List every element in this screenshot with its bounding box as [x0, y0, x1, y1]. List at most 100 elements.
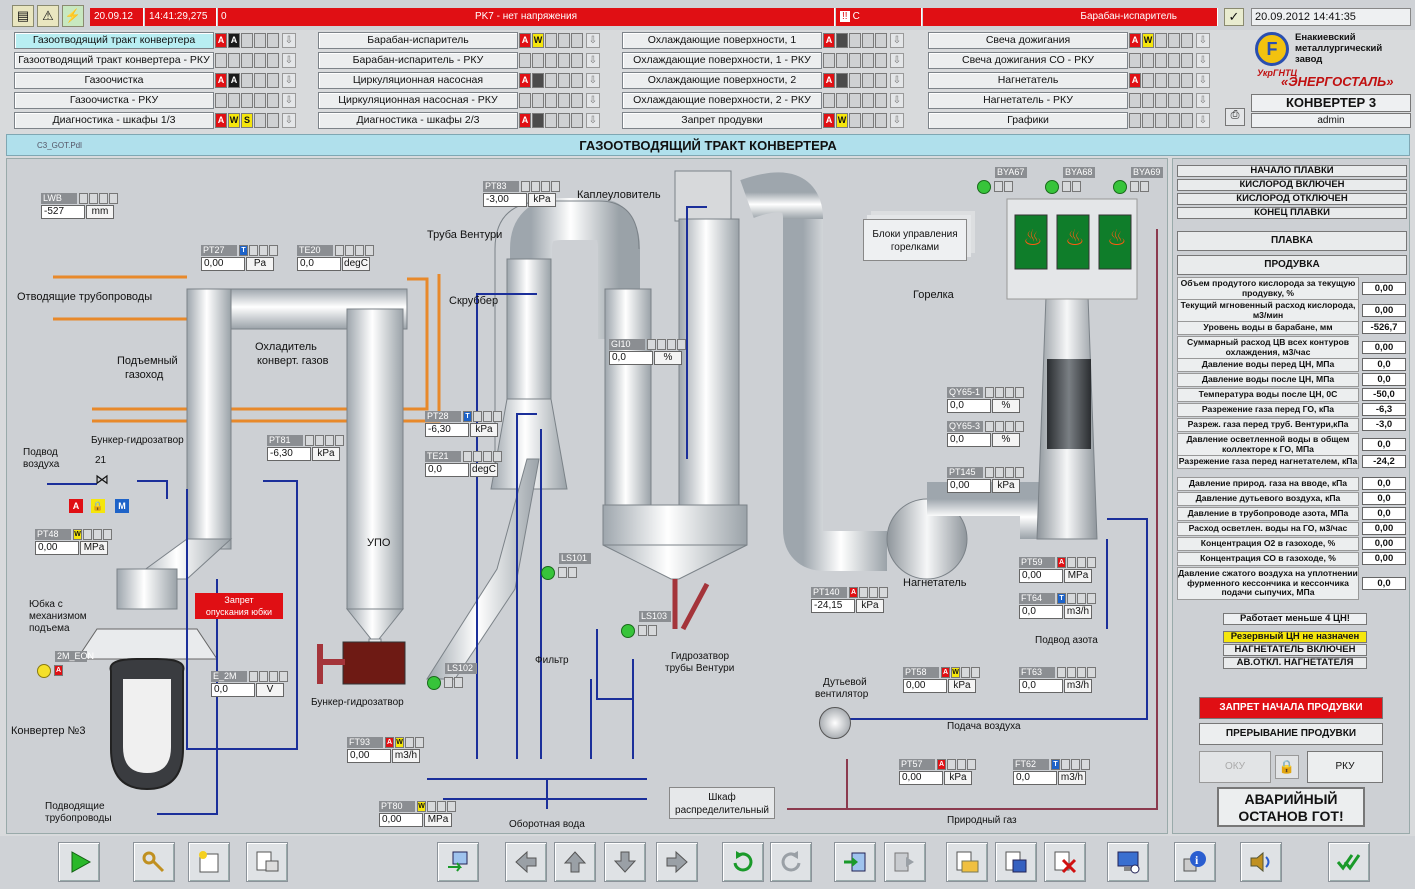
acknowledge-all-icon[interactable]	[1328, 842, 1370, 882]
sensor-unit: kPa	[944, 771, 972, 785]
nav-indicator	[849, 113, 861, 128]
open-screen-icon[interactable]: ⇩	[586, 113, 600, 128]
event-button[interactable]: НАЧАЛО ПЛАВКИ	[1177, 165, 1407, 177]
nav-button[interactable]: Диагностика - шкафы 2/3	[318, 112, 518, 129]
status-tag: LS103	[639, 611, 671, 622]
blow-interrupt-button[interactable]: ПРЕРЫВАНИЕ ПРОДУВКИ	[1199, 723, 1383, 745]
nav-indicator	[267, 73, 279, 88]
blow-button[interactable]: ПРОДУВКА	[1177, 255, 1407, 275]
nav-button[interactable]: Охлаждающие поверхности, 1	[622, 32, 822, 49]
nav-button[interactable]: Охлаждающие поверхности, 2 - РКУ	[622, 92, 822, 109]
screen-transfer-icon[interactable]	[437, 842, 479, 882]
open-screen-icon[interactable]: ⇩	[586, 53, 600, 68]
open-screen-icon[interactable]: ⇩	[890, 33, 904, 48]
valve-21-icon[interactable]: ⋈	[95, 471, 109, 487]
redo-icon[interactable]	[770, 842, 812, 882]
ack-check-icon[interactable]: ✓	[1224, 8, 1244, 26]
nav-button[interactable]: Охлаждающие поверхности, 2	[622, 72, 822, 89]
event-button[interactable]: КИСЛОРОД ОТКЛЮЧЕН	[1177, 193, 1407, 205]
open-screen-icon[interactable]: ⇩	[890, 53, 904, 68]
blower-fan-icon[interactable]	[819, 707, 851, 739]
nav-button[interactable]: Охлаждающие поверхности, 1 - РКУ	[622, 52, 822, 69]
open-screen-icon[interactable]: ⇩	[890, 73, 904, 88]
delete-icon[interactable]	[1044, 842, 1086, 882]
key-icon[interactable]	[133, 842, 175, 882]
heat-button[interactable]: ПЛАВКА	[1177, 231, 1407, 251]
param-value: -24,2	[1362, 455, 1406, 469]
nav-button[interactable]: Нагнетатель	[928, 72, 1128, 89]
start-icon[interactable]	[58, 842, 100, 882]
save-icon[interactable]	[995, 842, 1037, 882]
flame-icon-1: ♨	[1023, 225, 1043, 250]
nav-button[interactable]: Циркуляционная насосная	[318, 72, 518, 89]
nav-indicator: A	[519, 33, 531, 48]
sound-icon[interactable]	[1240, 842, 1282, 882]
open-screen-icon[interactable]: ⇩	[586, 93, 600, 108]
import-icon[interactable]	[834, 842, 876, 882]
sensor-tag: PT58	[903, 667, 939, 678]
nav-button[interactable]: Газоотводящий тракт конвертера	[14, 32, 214, 49]
printer-preview-icon[interactable]	[246, 842, 288, 882]
nav-button[interactable]: Газоочистка	[14, 72, 214, 89]
sensor-unit: m3/h	[1064, 605, 1092, 619]
burner-control-blocks[interactable]: Блоки управления горелками	[863, 219, 967, 261]
sensor-status-boxes	[304, 435, 344, 446]
arrow-right-icon[interactable]	[656, 842, 698, 882]
arrow-down-icon[interactable]	[604, 842, 646, 882]
screen-id: C3_GOT.Pdl	[37, 141, 82, 150]
open-screen-icon[interactable]: ⇩	[586, 33, 600, 48]
nav-button[interactable]: Нагнетатель - РКУ	[928, 92, 1128, 109]
open-screen-icon[interactable]: ⇩	[890, 93, 904, 108]
open-screen-icon[interactable]: ⇩	[1196, 113, 1210, 128]
nav-button[interactable]: Барабан-испаритель	[318, 32, 518, 49]
monitor-view-icon[interactable]	[1107, 842, 1149, 882]
new-report-icon[interactable]	[188, 842, 230, 882]
nav-button[interactable]: Циркуляционная насосная - РКУ	[318, 92, 518, 109]
nav-button[interactable]: Свеча дожигания СО - РКУ	[928, 52, 1128, 69]
open-screen-icon[interactable]: ⇩	[282, 113, 296, 128]
alarm-bar: ▤ ⚠ ⚡ 20.09.12 14:41:29,275 0 PK7 - нет …	[0, 0, 1415, 30]
open-screen-icon[interactable]: ⇩	[282, 93, 296, 108]
open-screen-icon[interactable]: ⇩	[1196, 73, 1210, 88]
param-label: Концентрация O2 в газоходе, %	[1177, 537, 1359, 551]
alarm-filter-icon[interactable]: ⚡	[62, 5, 84, 27]
printer-icon[interactable]: ⎙	[1225, 108, 1245, 126]
sensor-status-boxes: T	[1056, 593, 1096, 604]
refresh-icon[interactable]	[722, 842, 764, 882]
arrow-up-icon[interactable]	[554, 842, 596, 882]
event-button[interactable]: КИСЛОРОД ВКЛЮЧЕН	[1177, 179, 1407, 191]
param-row: Разрежение газа перед ГО, кПа-6,3	[1177, 403, 1407, 417]
export-icon[interactable]	[884, 842, 926, 882]
open-screen-icon[interactable]: ⇩	[1196, 33, 1210, 48]
nav-button[interactable]: Газоотводящий тракт конвертера - РКУ	[14, 52, 214, 69]
sensor-tag: PT57	[899, 759, 935, 770]
padlock-icon[interactable]: 🔒	[1275, 755, 1299, 779]
arrow-left-icon[interactable]	[505, 842, 547, 882]
oku-button[interactable]: ОКУ	[1199, 751, 1271, 783]
nav-button[interactable]: Газоочистка - РКУ	[14, 92, 214, 109]
open-screen-icon[interactable]: ⇩	[890, 113, 904, 128]
open-screen-icon[interactable]: ⇩	[1196, 93, 1210, 108]
alarm-list-icon[interactable]: ▤	[12, 5, 34, 27]
nav-button[interactable]: Запрет продувки	[622, 112, 822, 129]
rku-button[interactable]: РКУ	[1307, 751, 1383, 783]
open-folder-icon[interactable]	[946, 842, 988, 882]
emergency-stop-button[interactable]: АВАРИЙНЫЙ ОСТАНОВ ГОТ!	[1217, 787, 1365, 827]
label-podvod-1: Подвод	[23, 447, 58, 458]
nav-button[interactable]: Свеча дожигания	[928, 32, 1128, 49]
info-icon[interactable]: i	[1174, 842, 1216, 882]
open-screen-icon[interactable]: ⇩	[282, 73, 296, 88]
open-screen-icon[interactable]: ⇩	[586, 73, 600, 88]
event-button[interactable]: КОНЕЦ ПЛАВКИ	[1177, 207, 1407, 219]
sensor-unit: m3/h	[1064, 679, 1092, 693]
sensor-status-boxes: A	[1056, 557, 1096, 568]
open-screen-icon[interactable]: ⇩	[282, 33, 296, 48]
open-screen-icon[interactable]: ⇩	[282, 53, 296, 68]
open-screen-icon[interactable]: ⇩	[1196, 53, 1210, 68]
distribution-cabinet[interactable]: Шкаф распределительный	[669, 787, 775, 819]
nav-button[interactable]: Диагностика - шкафы 1/3	[14, 112, 214, 129]
acknowledge-icon[interactable]: ⚠	[37, 5, 59, 27]
nav-button[interactable]: Барабан-испаритель - РКУ	[318, 52, 518, 69]
nav-button[interactable]: Графики	[928, 112, 1128, 129]
